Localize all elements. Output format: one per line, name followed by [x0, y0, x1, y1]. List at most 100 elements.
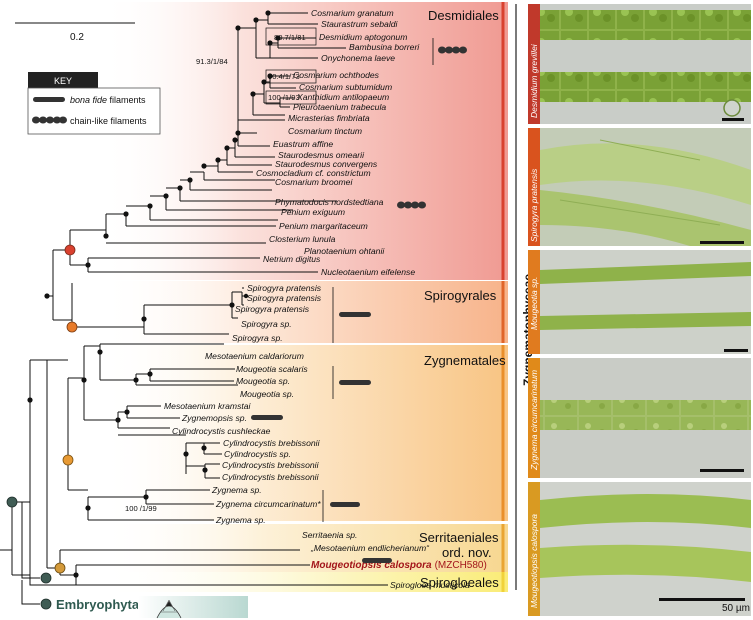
- bar-icon: [339, 312, 371, 317]
- photo-scale-label: 50 µm: [722, 603, 750, 614]
- taxon-label: Cosmarium broomei: [275, 177, 353, 187]
- taxon-label: Cosmocladium cf. constrictum: [256, 168, 371, 178]
- taxon-label: Zygnema sp.: [215, 515, 266, 525]
- taxon-label: Mesotaenium caldariorum: [205, 351, 304, 361]
- key-item-chain-like: chain-like filaments: [70, 116, 147, 126]
- photo-scale-bar: [700, 241, 744, 244]
- embryophyta-label: Embryophyta: [56, 597, 140, 612]
- taxon-label: „Mesotaenium endlicherianum“: [310, 543, 430, 553]
- taxon-label: Phymatodocis nordstedtiana: [275, 197, 384, 207]
- bar-icon: [362, 558, 392, 563]
- taxon-label: Cylindrocystis brebissonii: [223, 438, 321, 448]
- embryo-icon: [156, 599, 182, 619]
- node-red: [64, 244, 76, 256]
- taxon-label: Penium margaritaceum: [279, 221, 368, 231]
- filament-markers: [251, 38, 467, 563]
- photo-scale-bar: [724, 349, 748, 352]
- bar-icon: [339, 380, 371, 385]
- photo-label-5: Mougeotiopsis calospora: [529, 514, 539, 608]
- zygnematales-band: [100, 345, 508, 521]
- taxon-label: Spirogloea musticola: [390, 580, 470, 590]
- serritaeniales-band: [100, 524, 508, 572]
- key-title: KEY: [54, 76, 72, 86]
- clade-label-desmidiales: Desmidiales: [428, 8, 499, 23]
- taxon-label: Cosmarium tinctum: [288, 126, 362, 136]
- support-value: 80.7/1/81: [274, 33, 306, 42]
- taxon-label-highlight: Mougeotiopsis calospora(MZCH580): [311, 560, 487, 571]
- taxon-label: Spirogyra pratensis: [247, 283, 322, 293]
- photo-scale-bar: [700, 469, 744, 472]
- taxon-label: Mougeotia scalaris: [236, 364, 308, 374]
- taxon-label: Spirogyra sp.: [241, 319, 292, 329]
- taxon-label: Micrasterias fimbriata: [288, 113, 370, 123]
- taxon-label: Staurastrum sebaldi: [321, 19, 399, 29]
- taxon-label: Bambusina borreri: [349, 42, 420, 52]
- taxon-label: Staurodesmus convergens: [275, 159, 378, 169]
- taxon-label: Planotaenium ohtanii: [304, 246, 385, 256]
- taxon-label: Serritaenia sp.: [302, 530, 357, 540]
- taxon-label: Netrium digitus: [263, 254, 321, 264]
- bar-icon: [330, 502, 360, 507]
- photo-label-1: Desmidium grevillei: [529, 43, 539, 118]
- chain-icon: [397, 201, 426, 209]
- taxa-labels: Cosmarium granatum Staurastrum sebaldi D…: [164, 8, 487, 590]
- taxon-label: Pleurotaenium trabecula: [293, 102, 386, 112]
- photo-tag-2: [528, 128, 540, 246]
- support-value: 100 /1/99: [125, 504, 157, 513]
- clade-label-spirogyrales: Spirogyrales: [424, 288, 497, 303]
- scale-bar-label: 0.2: [70, 32, 84, 43]
- clade-label-zygnematales: Zygnematales: [424, 353, 506, 368]
- taxon-label: Euastrum affine: [273, 139, 333, 149]
- node-gold: [54, 562, 66, 574]
- node-orange: [66, 321, 78, 333]
- clade-label-ord-nov: ord. nov.: [442, 545, 492, 560]
- spirogyrales-band: [100, 281, 508, 343]
- support-value: 90.4/1/73: [268, 72, 300, 81]
- photo-label-4: Zygnema circumcarinatum: [529, 370, 539, 471]
- photo-tag-5: [528, 482, 540, 616]
- photo-scale-bar: [722, 118, 744, 121]
- bar-icon: [33, 97, 65, 102]
- node-orange-2: [62, 454, 74, 466]
- clade-label-serritaeniales: Serritaeniales: [419, 530, 499, 545]
- taxon-label: Nucleotaenium eifelense: [321, 267, 415, 277]
- embryophyta-group: Embryophyta: [21, 580, 248, 619]
- photo-tag-1: [528, 4, 540, 124]
- node-embryophyta: [40, 572, 52, 584]
- photo-tag-3: [528, 250, 540, 354]
- taxon-label: Staurodesmus omearii: [278, 150, 365, 160]
- spirogloeales-band: [100, 572, 508, 592]
- taxon-label: Spirogyra pratensis: [247, 293, 322, 303]
- taxon-label: Mougeotia sp.: [236, 376, 290, 386]
- taxon-label: Zygnema circumcarinatum*: [215, 499, 321, 509]
- taxon-label: Spirogyra sp.: [232, 333, 283, 343]
- chain-icon: [438, 46, 467, 54]
- node-dark: [6, 496, 18, 508]
- photo-panels: Desmidium grevillei Spirogyra pratensis …: [528, 4, 751, 616]
- key-box: KEY bona fide filaments chain-like filam…: [27, 72, 161, 135]
- taxon-label: Cylindrocystis brebissonii: [222, 460, 320, 470]
- chain-icon: [32, 116, 67, 124]
- taxon-label: Zygnemopsis sp.: [181, 413, 247, 423]
- photo-label-2: Spirogyra pratensis: [529, 168, 539, 242]
- taxon-label: Cosmarium ochthodes: [293, 70, 380, 80]
- key-item-bona-fide: bona fide filaments: [70, 95, 146, 105]
- photo-tag-4: [528, 358, 540, 478]
- taxon-label: Penium exiguum: [281, 207, 345, 217]
- taxon-label: Mougeotia sp.: [240, 389, 294, 399]
- taxon-label: Xanthidium antilopaeum: [296, 92, 389, 102]
- taxon-label: Cylindrocystis cushleckae: [172, 426, 271, 436]
- support-value: 100 /1/93: [268, 93, 300, 102]
- node-dots: [6, 10, 281, 584]
- photo-label-3: Mougeotia sp.: [529, 277, 539, 330]
- taxon-label: Onychonema laeve: [321, 53, 395, 63]
- taxon-label: Cylindrocystis brebissonii: [222, 472, 320, 482]
- taxon-label: Closterium lunula: [269, 234, 336, 244]
- taxon-label: Mesotaenium kramstai: [164, 401, 252, 411]
- taxon-label: Spirogyra pratensis: [235, 304, 310, 314]
- taxon-label: Cosmarium subtumidum: [299, 82, 392, 92]
- taxon-label: Zygnema sp.: [211, 485, 262, 495]
- taxon-label: Desmidium aptogonum: [319, 32, 407, 42]
- photo-scale-bar: [659, 598, 745, 601]
